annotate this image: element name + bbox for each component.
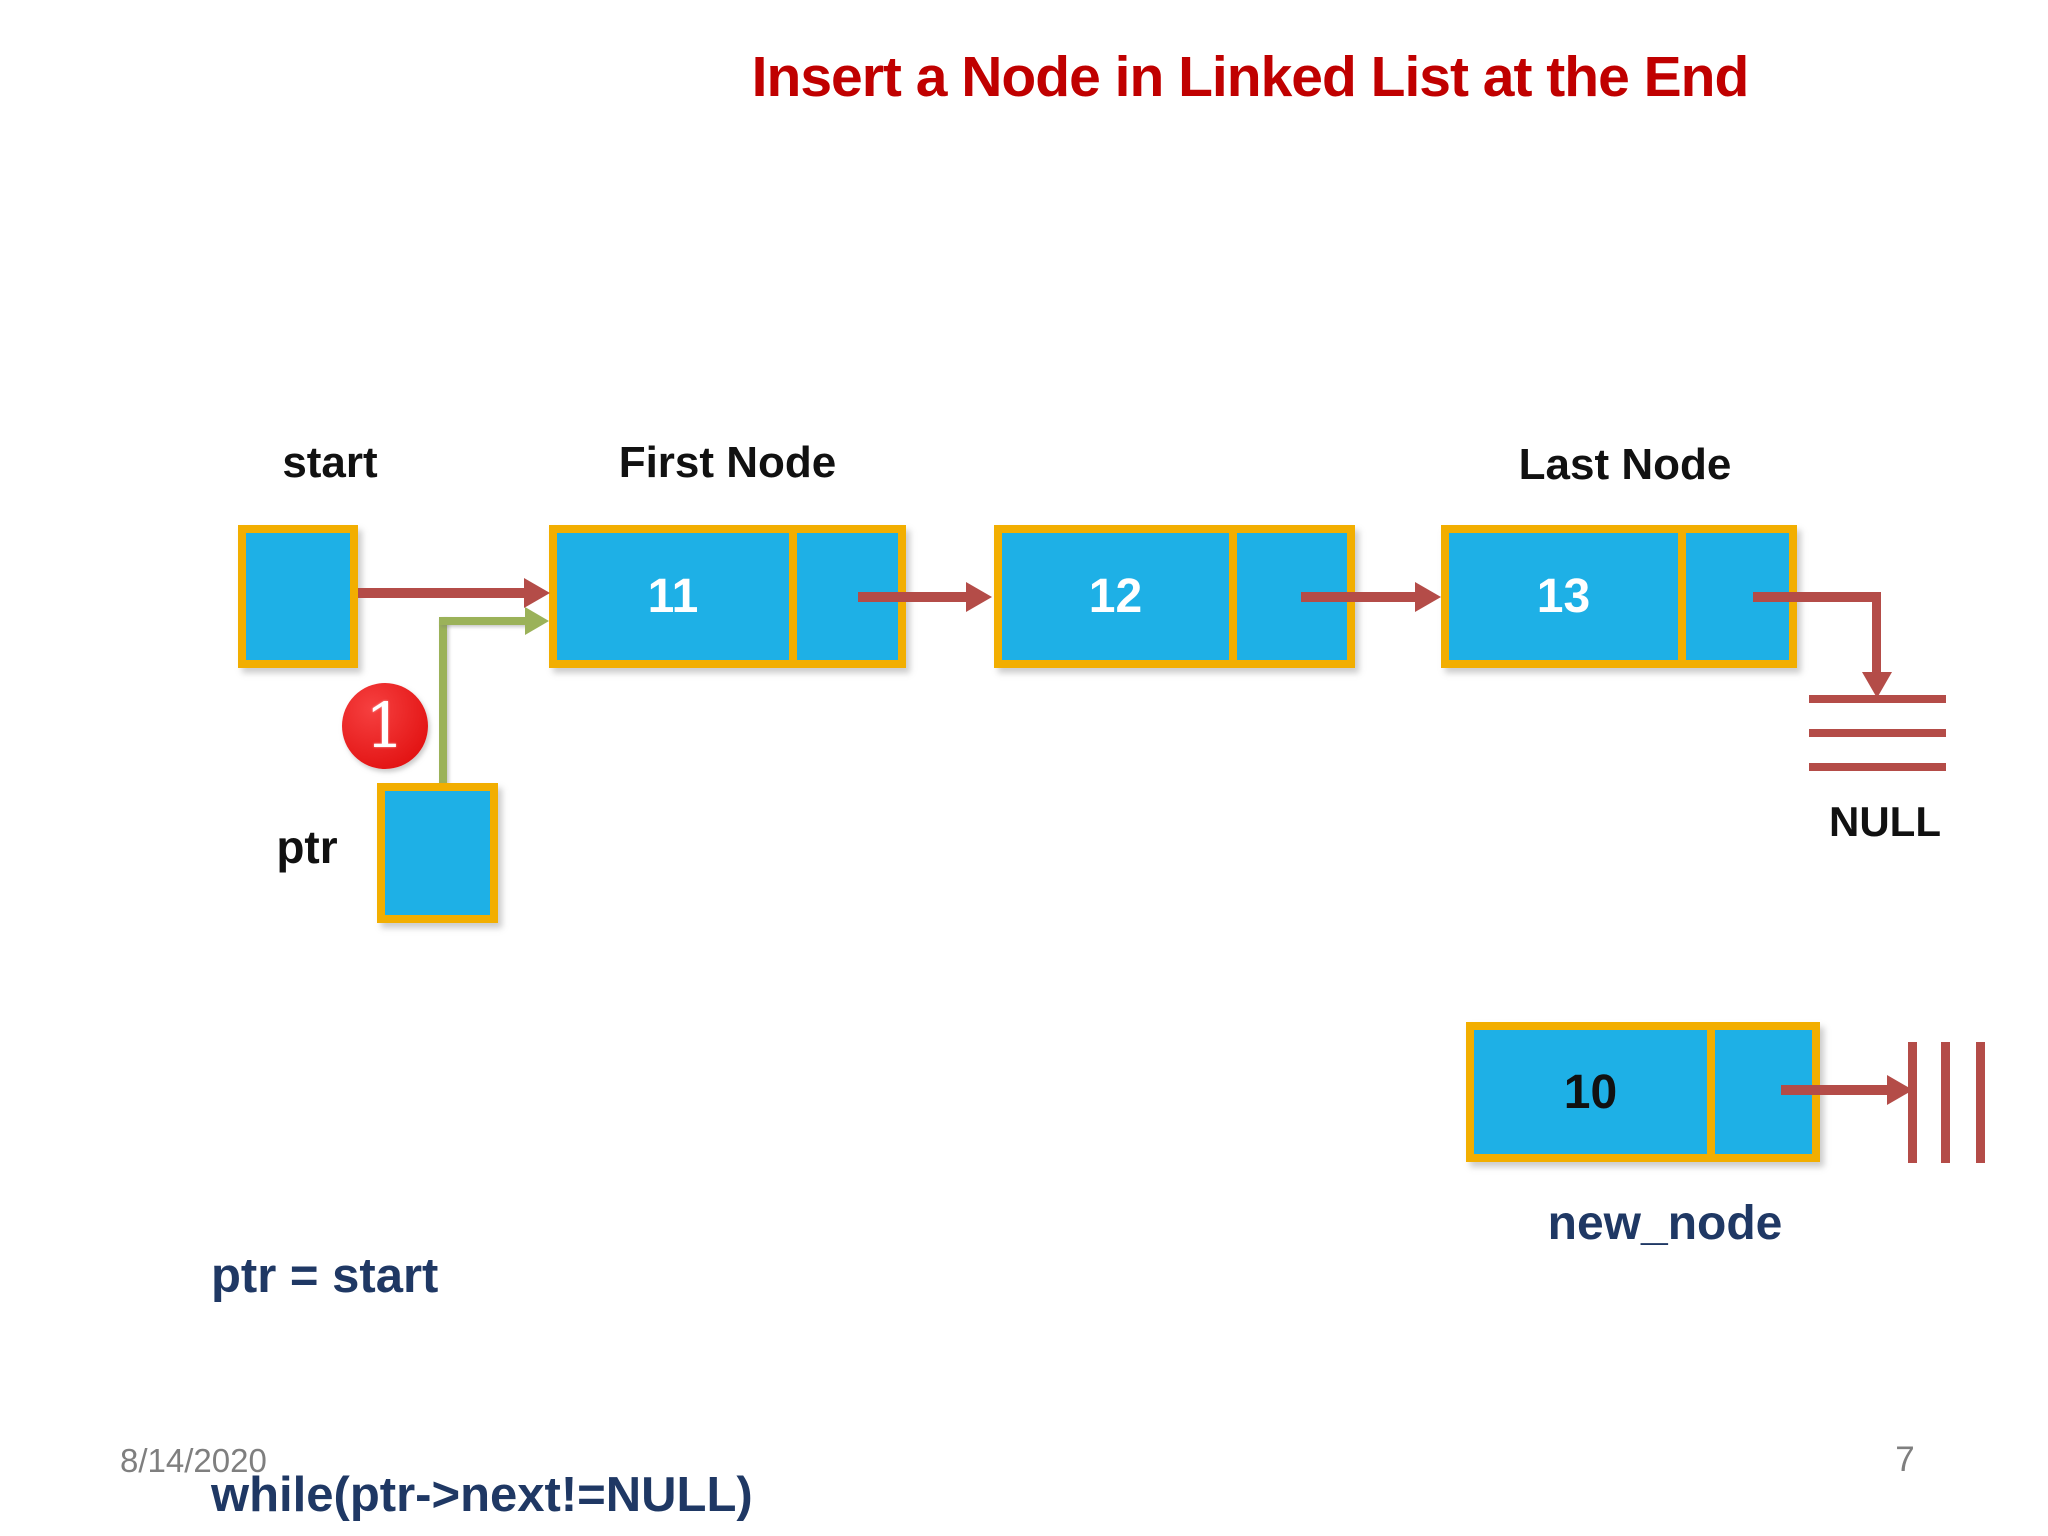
label-ptr: ptr <box>276 821 338 873</box>
ptr-pointer-box <box>377 783 498 923</box>
unset-bar <box>1941 1042 1950 1163</box>
arrow-head-icon <box>525 607 549 635</box>
arrow-head-icon <box>966 582 992 612</box>
null-hash-line <box>1809 729 1946 737</box>
node-13-next-cell <box>1678 533 1789 660</box>
new-node-box: 10 <box>1466 1022 1820 1162</box>
unset-bar <box>1976 1042 1985 1163</box>
arrow-head-icon <box>1415 582 1441 612</box>
code-line: while(ptr->next!=NULL) <box>211 1468 753 1522</box>
node-12-next-cell <box>1229 533 1347 660</box>
arrow-line <box>358 588 528 598</box>
label-first-node: First Node <box>618 438 837 487</box>
label-last-node: Last Node <box>1518 440 1732 489</box>
slide-title: Insert a Node in Linked List at the End <box>751 45 1750 109</box>
label-new-node: new_node <box>1547 1197 1783 1250</box>
label-start: start <box>282 438 378 487</box>
node-13-value: 13 <box>1536 570 1591 623</box>
arrow-line <box>439 617 527 625</box>
node-13-data-cell: 13 <box>1449 533 1678 660</box>
null-hash-line <box>1809 695 1946 703</box>
null-hash-line <box>1809 763 1946 771</box>
unset-bar <box>1908 1042 1917 1163</box>
label-null: NULL <box>1829 798 1941 845</box>
arrow-line <box>1872 592 1881 676</box>
node-11-data-cell: 11 <box>557 533 789 660</box>
step-1-badge: 1 <box>342 683 428 769</box>
arrow-head-icon <box>1862 672 1892 698</box>
footer-date: 8/14/2020 <box>120 1442 267 1479</box>
footer-page-number: 7 <box>1895 1440 1915 1479</box>
step-1-badge-number: 1 <box>365 689 405 762</box>
arrow-line <box>1781 1085 1891 1095</box>
arrow-line <box>439 617 447 783</box>
new-node-data-cell: 10 <box>1474 1030 1707 1154</box>
start-pointer-box <box>238 525 358 668</box>
new-node-value: 10 <box>1563 1065 1618 1119</box>
arrow-head-icon <box>524 578 550 608</box>
code-line: ptr = start <box>211 1249 439 1303</box>
node-13: 13 <box>1441 525 1797 668</box>
code-block: ptr = start while(ptr->next!=NULL) ptr=p… <box>211 1094 753 1536</box>
node-11: 11 <box>549 525 906 668</box>
node-12-data-cell: 12 <box>1002 533 1229 660</box>
arrow-line <box>858 592 970 602</box>
arrow-line <box>1753 592 1881 602</box>
node-12-value: 12 <box>1088 570 1143 623</box>
node-11-next-cell <box>789 533 898 660</box>
new-node-next-cell <box>1707 1030 1812 1154</box>
arrow-line <box>1301 592 1419 602</box>
node-11-value: 11 <box>647 570 699 623</box>
node-12: 12 <box>994 525 1355 668</box>
